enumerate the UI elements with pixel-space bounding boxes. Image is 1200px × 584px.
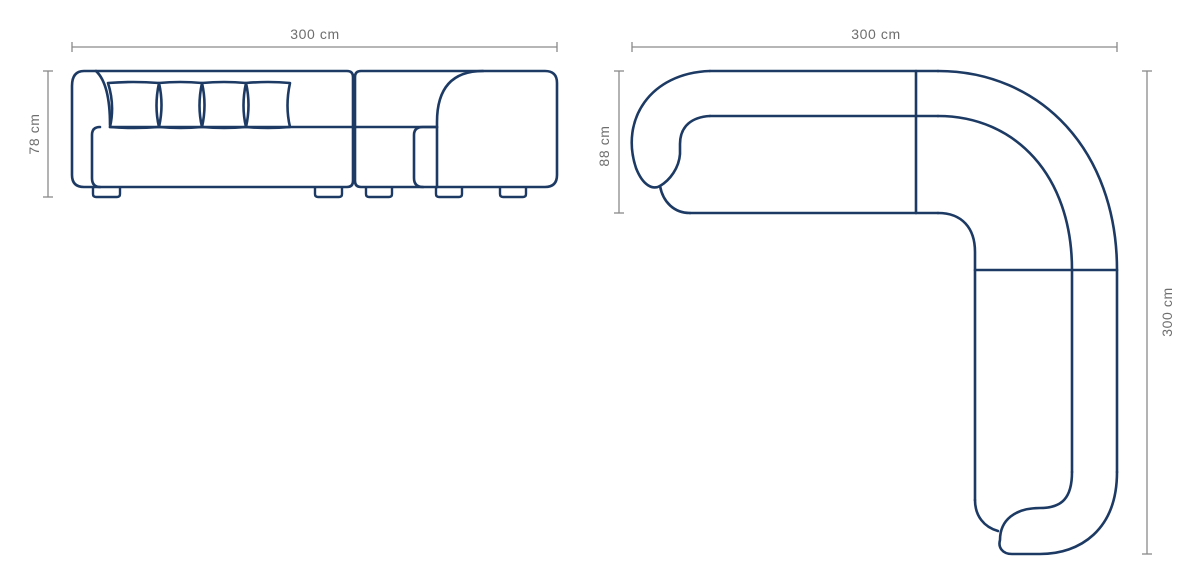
- foot-4: [434, 187, 464, 199]
- top-horizontal-section: [630, 69, 940, 215]
- right-module-outline: [353, 69, 559, 189]
- pillow-1: [106, 80, 161, 130]
- front-right-module: [353, 69, 559, 189]
- bottom-end-armrest: [998, 470, 1119, 556]
- corner-seat-front-curve: [936, 211, 977, 502]
- left-end-front-curve: [658, 184, 692, 215]
- corner-outer-curve: [936, 69, 1119, 474]
- left-armrest-curve: [94, 69, 112, 127]
- corner-inner-back-curve: [936, 114, 1074, 474]
- foot-5: [498, 187, 528, 199]
- foot-1: [91, 187, 122, 199]
- top-depth-label: 88 cm: [596, 125, 612, 166]
- right-corner-back-curve: [435, 69, 485, 189]
- front-width-dimension: 300 cm: [71, 26, 558, 52]
- front-height-dimension: 78 cm: [26, 70, 53, 198]
- top-width-dimension: 300 cm: [631, 26, 1118, 52]
- foot-2: [313, 187, 344, 199]
- foot-3: [364, 187, 394, 199]
- front-view: 300 cm 78 cm: [26, 26, 559, 199]
- top-width-label: 300 cm: [851, 26, 901, 42]
- pillow-2: [157, 80, 204, 130]
- throw-pillows: [106, 80, 292, 130]
- bottom-end-front-curve: [973, 498, 1000, 533]
- front-width-label: 300 cm: [290, 26, 340, 42]
- top-length-label: 300 cm: [1159, 287, 1175, 337]
- front-height-label: 78 cm: [26, 113, 42, 154]
- pillow-4: [244, 80, 292, 130]
- pillow-3: [200, 80, 248, 130]
- left-module-outline: [70, 69, 355, 189]
- left-end-armrest: [630, 69, 712, 189]
- top-corner-section: [936, 69, 1119, 502]
- right-seat-cushion: [412, 125, 439, 189]
- top-length-dimension: 300 cm: [1142, 70, 1175, 555]
- sofa-feet: [91, 187, 528, 199]
- top-depth-dimension: 88 cm: [596, 70, 624, 214]
- top-bottom-end: [973, 470, 1119, 556]
- left-seat-cushion: [90, 125, 102, 189]
- top-view: 300 cm 88 cm 300 cm: [596, 26, 1175, 556]
